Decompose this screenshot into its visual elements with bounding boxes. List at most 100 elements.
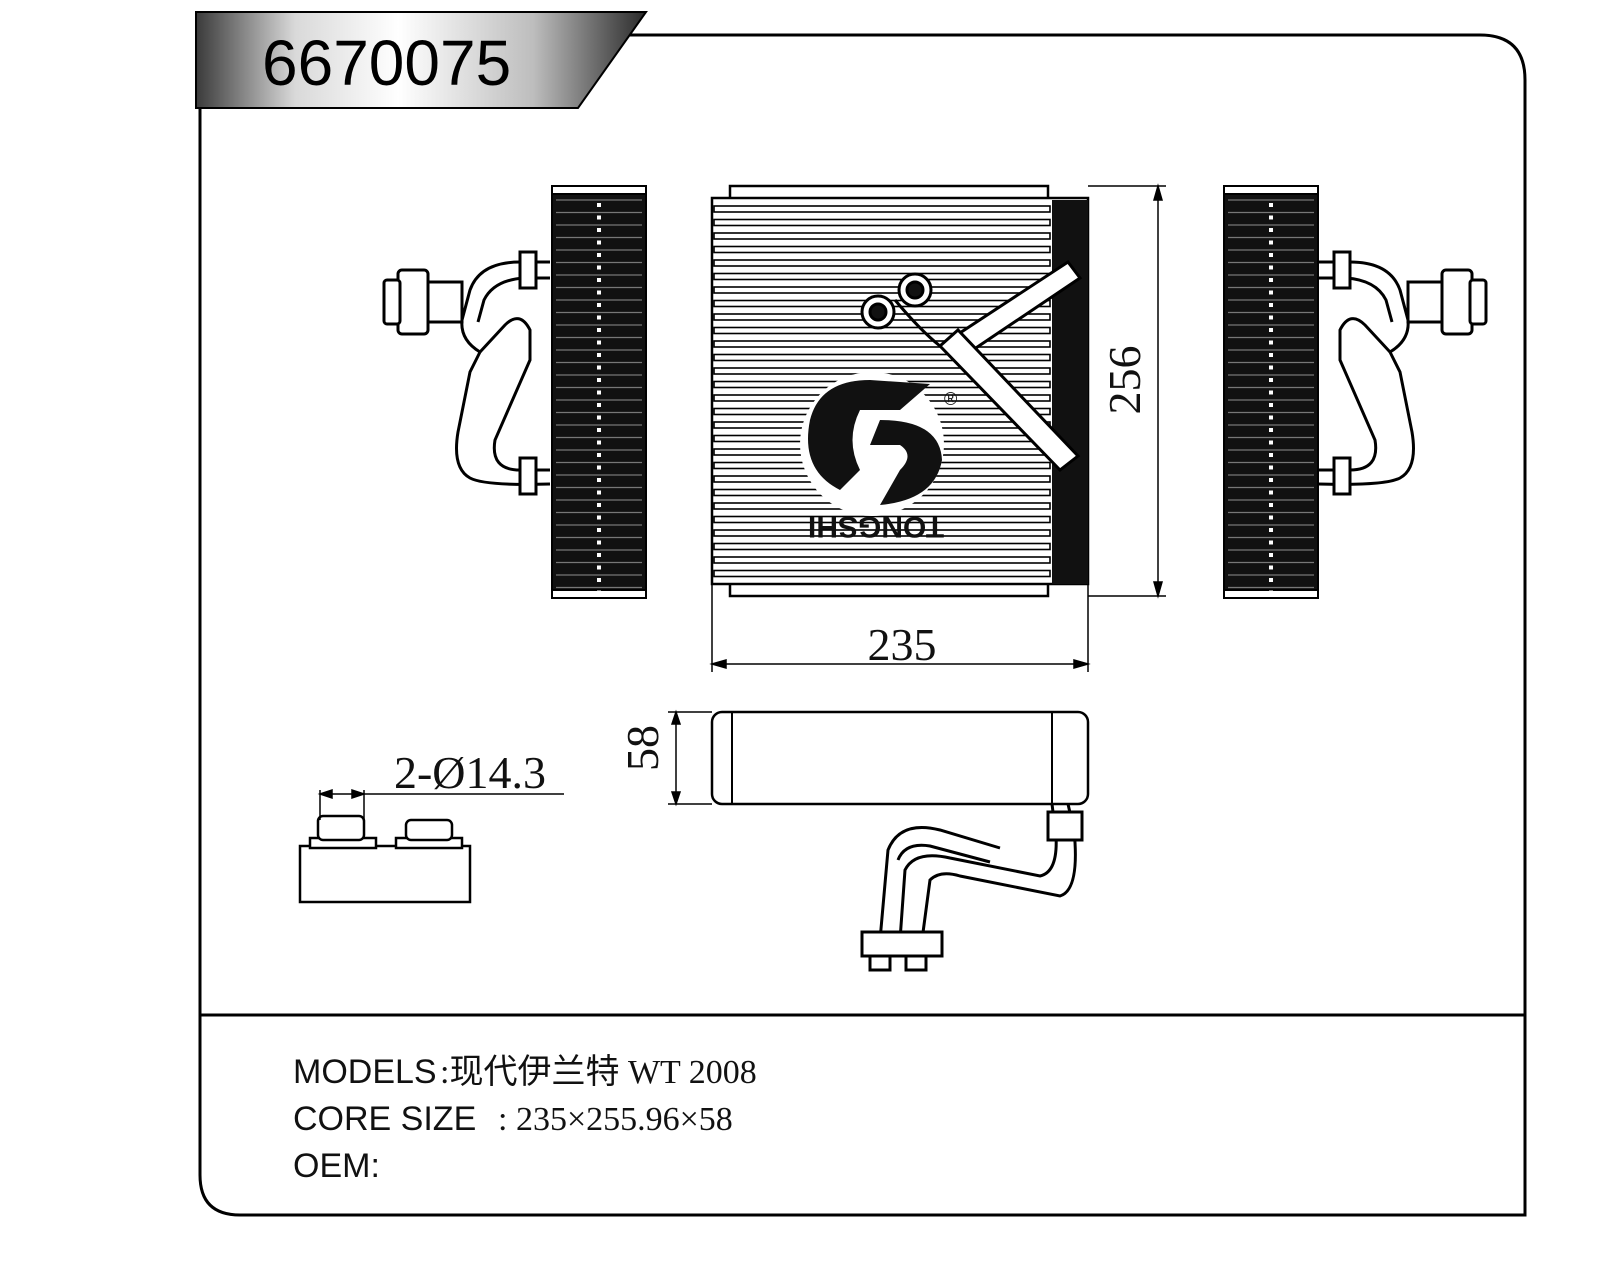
core-fin-dot	[597, 303, 601, 307]
core-fin-dot	[1269, 290, 1273, 295]
core-fin-dot	[597, 528, 601, 532]
fin-tube	[713, 340, 1051, 348]
part-number-banner: 6670075	[195, 11, 648, 109]
fin-tube	[713, 259, 1051, 267]
height-dimension	[1088, 183, 1166, 599]
fin-tube	[713, 529, 1051, 537]
spec-block: MODELS :现代伊兰特 WT 2008 CORE SIZE : 235×25…	[293, 1053, 757, 1185]
core-fin-dot	[597, 253, 601, 257]
right-core	[1223, 185, 1319, 599]
front-pipes	[860, 259, 1083, 473]
core-fin-dot	[597, 378, 601, 382]
core-fin-dot	[597, 240, 601, 245]
top-view: 58	[617, 709, 1090, 972]
core-fin-dot	[1269, 553, 1273, 557]
core-fin-dot	[597, 328, 601, 332]
fin-tube	[713, 205, 1051, 213]
fin-tube	[713, 542, 1051, 551]
core-fin-dot	[1269, 528, 1273, 532]
core-fin-dot	[597, 453, 601, 457]
core-fin-dot	[1269, 403, 1273, 407]
core-fin-dot	[1269, 228, 1273, 232]
core-fin-dot	[1269, 253, 1273, 257]
core-fin-dot	[1269, 590, 1273, 595]
core-fin-dot	[597, 353, 601, 357]
depth-label: 58	[617, 725, 668, 771]
core-size-label: CORE SIZE	[293, 1100, 476, 1138]
front-view: ® TONGSHI 235 256	[709, 183, 1166, 672]
core-fin-dot	[597, 215, 601, 220]
core-size-value: : 235×255.96×58	[498, 1101, 733, 1138]
models-label: MODELS	[293, 1053, 437, 1091]
core-cap	[551, 185, 647, 195]
core-fin-dot	[1269, 378, 1273, 382]
fin-tube	[713, 556, 1051, 564]
fin-tube	[713, 272, 1051, 281]
fin-tube	[713, 218, 1051, 227]
fin-tube	[713, 286, 1051, 294]
core-fin-dot	[1269, 465, 1273, 470]
part-number: 6670075	[262, 27, 511, 99]
core-fin-dot	[1269, 415, 1273, 420]
left-pipes	[382, 250, 551, 496]
core-fin-dot	[1269, 503, 1273, 507]
core-fin-dot	[597, 290, 601, 295]
core-fin-dot	[597, 265, 601, 270]
core-fin-dot	[1269, 265, 1273, 270]
core-fin-dot	[597, 228, 601, 232]
sheet-frame	[198, 33, 1527, 1217]
core-fin-dot	[597, 578, 601, 582]
fin-tube	[713, 569, 1051, 578]
core-fin-dot	[597, 365, 601, 370]
core-fin-dot	[597, 565, 601, 570]
core-fin-dot	[597, 340, 601, 345]
core-fin-dot	[597, 440, 601, 445]
registered-mark: ®	[944, 389, 957, 409]
core-cap	[1223, 185, 1319, 195]
core-fin-dot	[1269, 303, 1273, 307]
core-fin-dot	[597, 403, 601, 407]
core-fin-dot	[597, 503, 601, 507]
front-end-tank	[1052, 200, 1088, 584]
depth-dimension	[668, 709, 712, 807]
fin-tube	[713, 353, 1051, 362]
core-fin-dot	[1269, 428, 1273, 432]
core-fin-dot	[1269, 440, 1273, 445]
top-pipes	[860, 803, 1084, 972]
oem-label: OEM:	[293, 1147, 380, 1185]
core-fin-dot	[1269, 353, 1273, 357]
fin-tube	[713, 232, 1051, 240]
core-fin-dot	[597, 540, 601, 545]
width-label: 235	[868, 619, 937, 670]
left-core	[551, 185, 647, 599]
width-dimension	[709, 584, 1091, 672]
core-fin-dot	[597, 490, 601, 495]
port-detail: 2-Ø14.3	[298, 747, 564, 904]
core-fin-dot	[1269, 328, 1273, 332]
core-fin-dot	[1269, 540, 1273, 545]
core-fin-dot	[597, 278, 601, 282]
core-fin-dot	[1269, 278, 1273, 282]
core-fin-dot	[1269, 340, 1273, 345]
brand-logo: ® TONGSHI	[800, 372, 957, 543]
core-fin-dot	[597, 515, 601, 520]
core-fin-dot	[1269, 453, 1273, 457]
core-fin-dot	[1269, 390, 1273, 395]
core-fin-dot	[597, 415, 601, 420]
models-value: :现代伊兰特 WT 2008	[440, 1053, 757, 1091]
core-fin-dot	[1269, 240, 1273, 245]
core-fin-dot	[1269, 578, 1273, 582]
core-fin-dot	[1269, 203, 1273, 207]
port-size-label: 2-Ø14.3	[394, 747, 546, 798]
core-fin-dot	[597, 478, 601, 482]
core-fin-dot	[597, 590, 601, 595]
core-fin-dot	[597, 465, 601, 470]
brand-name: TONGSHI	[808, 510, 944, 543]
fin-tube	[713, 245, 1051, 254]
core-fin-dot	[597, 390, 601, 395]
core-fin-dot	[1269, 215, 1273, 220]
height-label: 256	[1099, 346, 1150, 415]
core-fin-dot	[597, 553, 601, 557]
core-fin-dot	[597, 203, 601, 207]
right-pipes	[1317, 250, 1488, 496]
